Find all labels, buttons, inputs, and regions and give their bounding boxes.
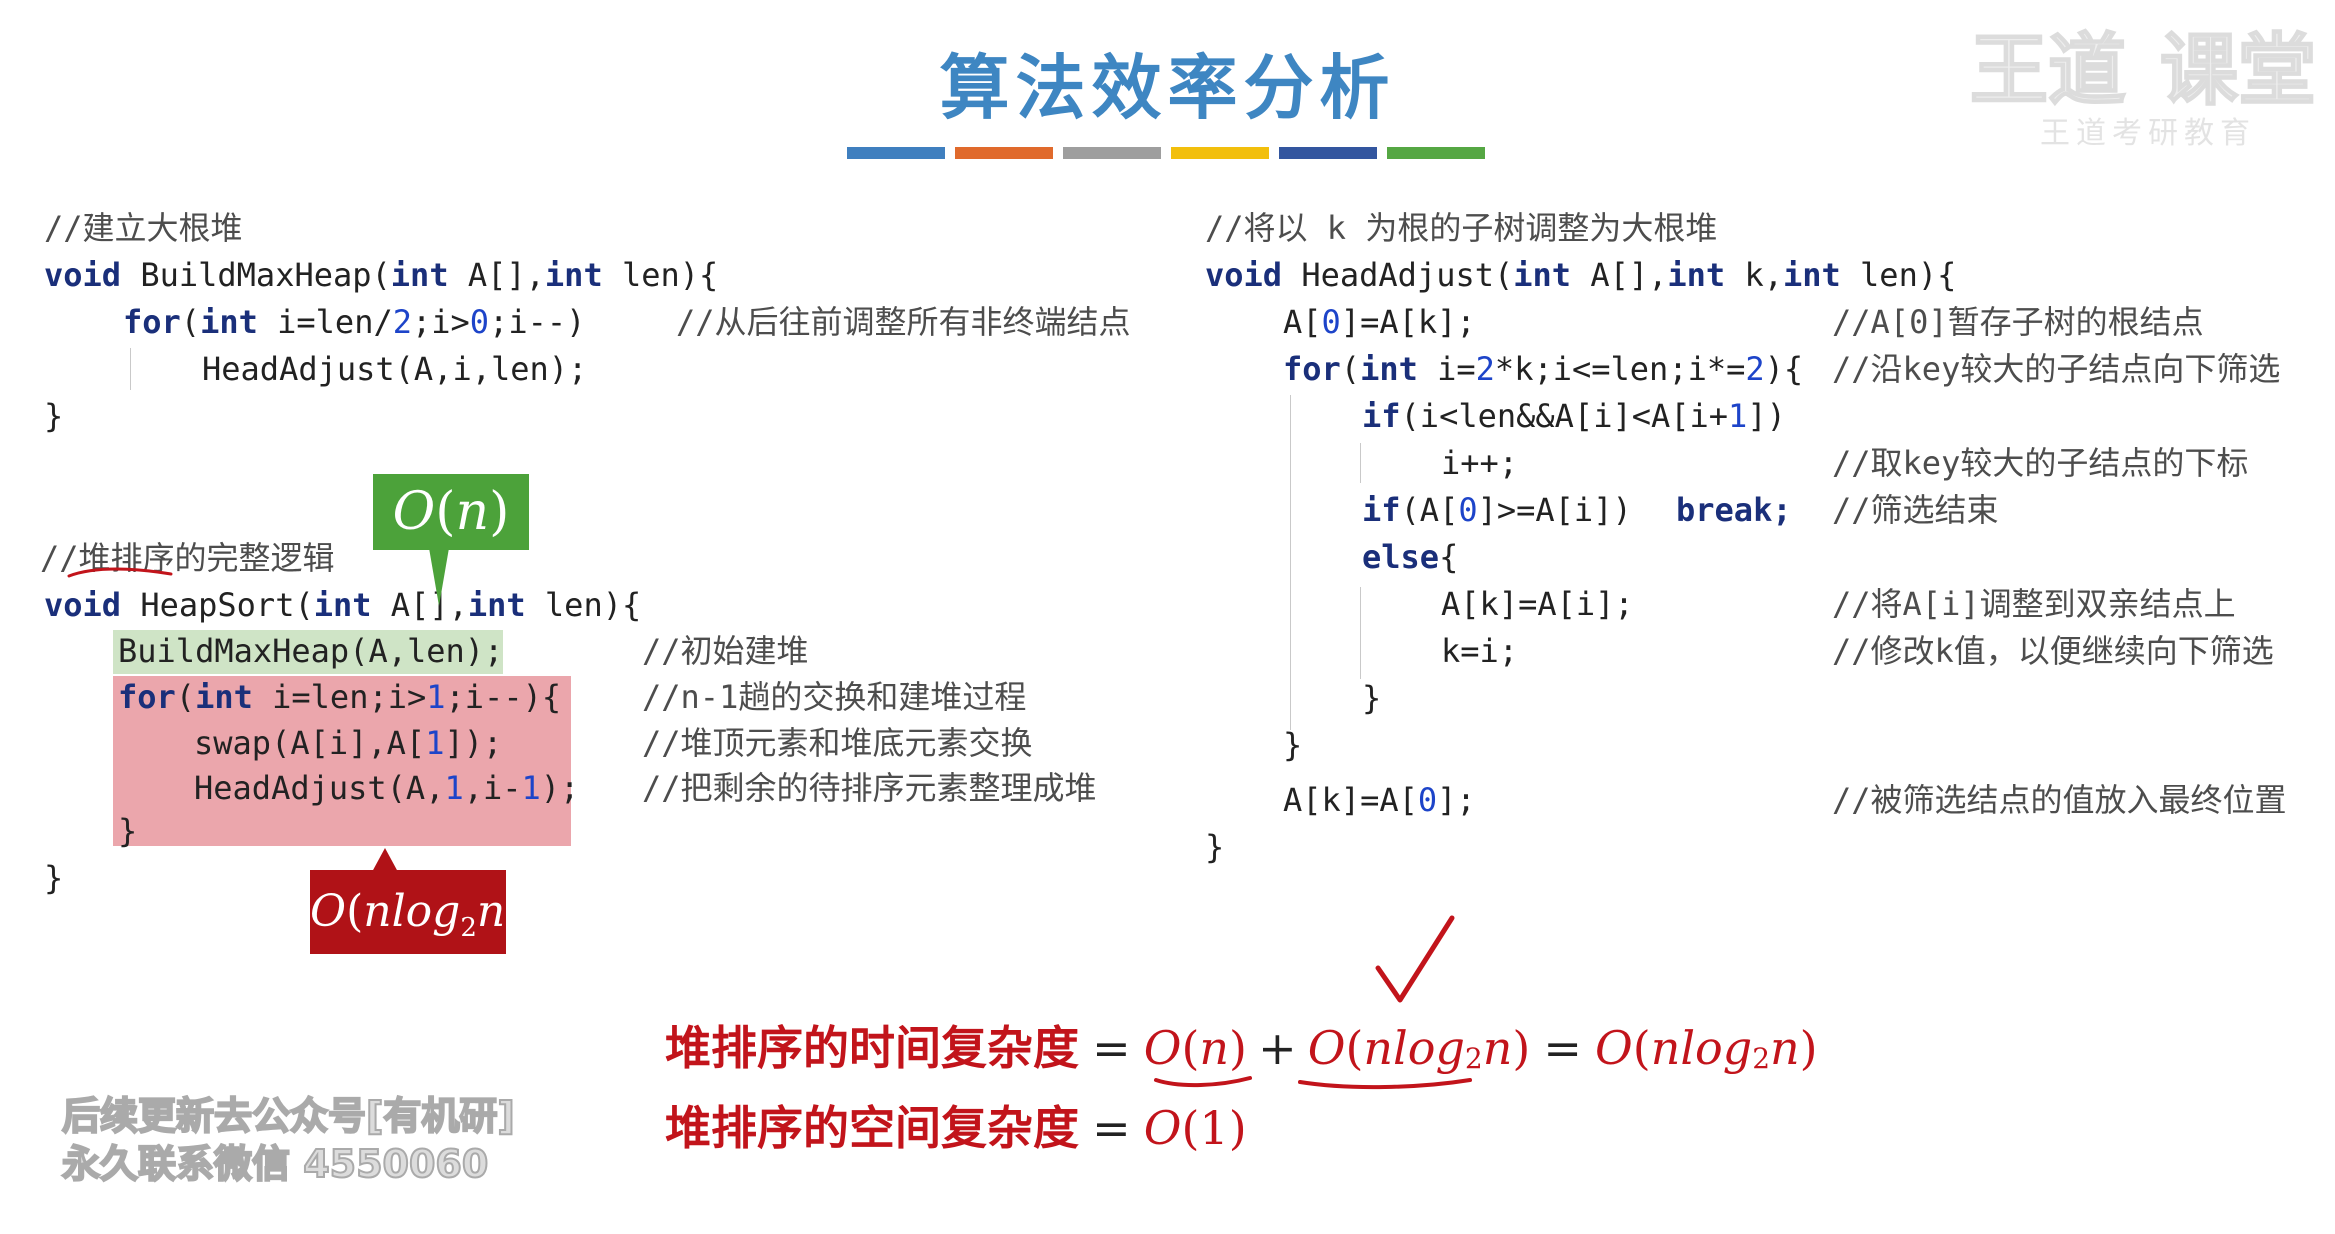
adjust-line-update-k: k=i; <box>1441 632 1519 670</box>
build-heap-adjust-call: HeadAdjust(A,i,len); <box>202 350 588 388</box>
heapsort-loop-comment: //n-1趟的交换和建堆过程 <box>642 678 1027 716</box>
adjust-line-else-close: } <box>1362 679 1382 717</box>
indent-guide-outer <box>1290 395 1291 730</box>
watermark-brand-c: 王道考研教育 <box>2040 116 2256 151</box>
heapsort-build-call: BuildMaxHeap(A,len); <box>118 632 504 670</box>
time-complexity-formula: 堆排序的时间复杂度 = O(n) + O(nlog2n) = O(nlog2n) <box>665 1021 1818 1076</box>
adjust-line-increment-comment: //取key较大的子结点的下标 <box>1832 444 2249 482</box>
build-call-highlight <box>113 630 503 674</box>
indent-guide <box>130 348 131 390</box>
heapsort-adjust-comment: //把剩余的待排序元素整理成堆 <box>642 769 1097 807</box>
color-bar-3 <box>1063 147 1161 159</box>
contact-watermark: 后续更新去公众号[有机研] 永久联系微信 4550060 <box>61 1092 516 1188</box>
adjust-signature: void HeadAdjust(int A[],int k,int len){ <box>1205 256 1957 294</box>
watermark-line-1: 后续更新去公众号[有机研] <box>61 1093 516 1139</box>
adjust-line-final-place: A[k]=A[0]; <box>1283 781 1476 819</box>
adjust-close: } <box>1205 828 1225 866</box>
indent-guide-if <box>1360 443 1361 483</box>
adjust-line-for-close: } <box>1283 726 1303 764</box>
build-heap-comment: //建立大根堆 <box>44 209 243 247</box>
adjust-line-final-place-comment: //被筛选结点的值放入最终位置 <box>1832 781 2287 819</box>
watermark-brand-a: 王道 <box>1969 25 2127 117</box>
adjust-line-else: else{ <box>1362 538 1459 576</box>
color-bar-4 <box>1171 147 1269 159</box>
loop-highlight <box>113 676 571 846</box>
color-bar-5 <box>1279 147 1377 159</box>
adjust-line-if-compare: if(i<len&&A[i]<A[i+1]) <box>1362 397 1786 435</box>
adjust-line-break-comment: //筛选结束 <box>1832 491 1999 529</box>
space-complexity-formula: 堆排序的空间复杂度 = O(1) <box>665 1101 1247 1155</box>
callout-pointer-build <box>429 548 449 606</box>
hand-checkmark <box>1375 915 1455 1003</box>
heapsort-adjust-line: HeadAdjust(A,1,i-1); <box>194 769 580 807</box>
color-bar-2 <box>955 147 1053 159</box>
heapsort-swap-line: swap(A[i],A[1]); <box>194 724 503 762</box>
hand-underline-comment <box>67 567 173 578</box>
color-bar-6 <box>1387 147 1485 159</box>
adjust-line-for-comment: //沿key较大的子结点向下筛选 <box>1832 350 2281 388</box>
adjust-line-store-root-comment: //A[0]暂存子树的根结点 <box>1832 303 2204 341</box>
complexity-callout-loop: O(nlog2n) <box>310 870 522 954</box>
time-complexity-label: 堆排序的时间复杂度 <box>665 1021 1079 1075</box>
build-heap-for-line: for(int i=len/2;i>0;i--) <box>123 303 586 341</box>
watermark-brand-b: 课堂 <box>2159 25 2317 117</box>
heapsort-build-call-comment: //初始建堆 <box>642 632 809 670</box>
adjust-line-update-k-comment: //修改k值，以便继续向下筛选 <box>1832 632 2274 670</box>
indent-guide-else <box>1360 587 1361 679</box>
heapsort-close: } <box>44 859 64 897</box>
adjust-comment: //将以 k 为根的子树调整为大根堆 <box>1205 209 1718 247</box>
heapsort-swap-comment: //堆顶元素和堆底元素交换 <box>642 724 1033 762</box>
color-bar-1 <box>847 147 945 159</box>
build-heap-signature: void BuildMaxHeap(int A[],int len){ <box>44 256 719 294</box>
heapsort-loop-line: for(int i=len;i>1;i--){ <box>118 678 562 716</box>
adjust-line-for: for(int i=2*k;i<=len;i*=2){ <box>1283 350 1804 388</box>
adjust-line-move-child-comment: //将A[i]调整到双亲结点上 <box>1832 585 2236 623</box>
adjust-line-if-break: if(A[0]>=A[i]) <box>1362 491 1632 529</box>
callout-pointer-loop <box>372 848 398 872</box>
adjust-line-store-root: A[0]=A[k]; <box>1283 303 1476 341</box>
adjust-line-break: break; <box>1676 491 1792 529</box>
page-title: 算法效率分析 <box>939 47 1396 129</box>
space-complexity-label: 堆排序的空间复杂度 <box>665 1101 1079 1155</box>
build-heap-for-comment: //从后往前调整所有非终端结点 <box>676 303 1131 341</box>
build-heap-close: } <box>44 397 64 435</box>
heapsort-loop-close: } <box>118 812 138 850</box>
heapsort-signature: void HeapSort(int A[],int len){ <box>44 586 642 624</box>
adjust-line-increment: i++; <box>1441 444 1519 482</box>
hand-underlines <box>1154 1076 1472 1090</box>
watermark-line-2: 永久联系微信 4550060 <box>61 1141 489 1187</box>
brand-watermark: 王道 课堂 王道考研教育 <box>1960 0 2335 151</box>
complexity-callout-build: O(n) <box>373 474 529 550</box>
adjust-line-move-child: A[k]=A[i]; <box>1441 585 1634 623</box>
